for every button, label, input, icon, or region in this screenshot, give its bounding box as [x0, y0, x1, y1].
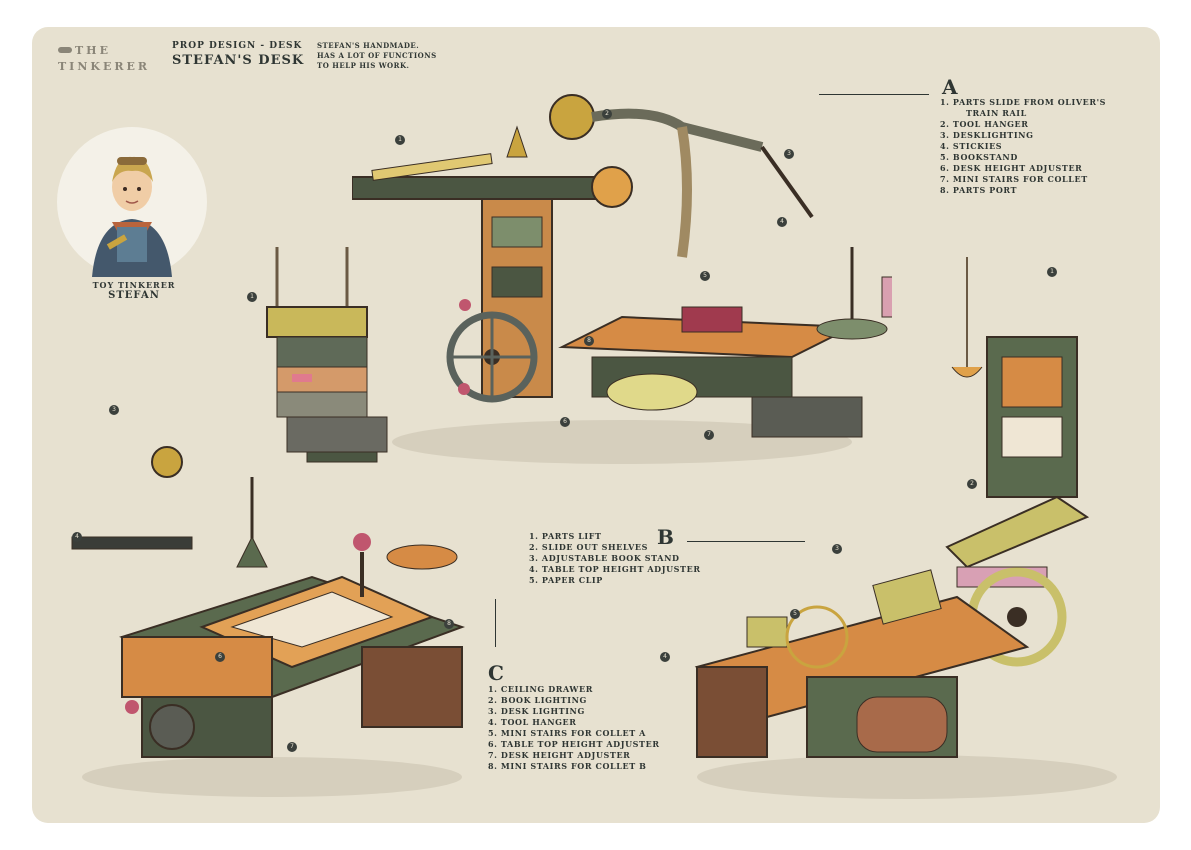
callout-marker: 3 — [784, 149, 794, 159]
list-item: 1. CEILING DRAWER — [488, 684, 593, 694]
section-c-letter: C — [488, 661, 504, 685]
list-item: 7. DESK HEIGHT ADJUSTER — [488, 750, 631, 760]
list-item: 6. TABLE TOP HEIGHT ADJUSTER — [488, 739, 660, 749]
character-portrait — [57, 127, 207, 277]
callout-marker: 1 — [395, 135, 405, 145]
sheet-category: PROP DESIGN - DESK — [172, 41, 303, 51]
section-a-leader — [819, 94, 929, 95]
callout-marker: 7 — [287, 742, 297, 752]
callout-marker: 4 — [72, 532, 82, 542]
description-line: HAS A LOT OF FUNCTIONS — [317, 51, 437, 60]
callout-marker: 3 — [832, 544, 842, 554]
list-item: 3. ADJUSTABLE BOOK STAND — [529, 553, 680, 563]
callout-marker: 8 — [444, 619, 454, 629]
list-item: 5. PAPER CLIP — [529, 575, 603, 585]
callout-marker: 6 — [215, 652, 225, 662]
list-item: TRAIN RAIL — [966, 108, 1027, 118]
list-item: 5. MINI STAIRS FOR COLLET A — [488, 728, 646, 738]
character-name: STEFAN — [108, 290, 160, 301]
section-b-list: 1. PARTS LIFT 2. SLIDE OUT SHELVES 3. AD… — [529, 531, 701, 586]
callout-marker: 8 — [584, 336, 594, 346]
callout-marker: 2 — [967, 479, 977, 489]
list-item: 4. TABLE TOP HEIGHT ADJUSTER — [529, 564, 701, 574]
callout-marker: 1 — [247, 292, 257, 302]
logo-tinkerer: TINKERER — [58, 60, 150, 73]
section-a-list: 1. PARTS SLIDE FROM OLIVER'S TRAIN RAIL … — [940, 97, 1106, 196]
callout-marker: 3 — [109, 405, 119, 415]
sheet-title: STEFAN'S DESK — [172, 53, 305, 68]
callout-marker: 5 — [700, 271, 710, 281]
callout-marker: 4 — [777, 217, 787, 227]
section-c-list: 1. CEILING DRAWER 2. BOOK LIGHTING 3. DE… — [488, 684, 660, 772]
desk-a-illustration — [352, 94, 892, 464]
ceiling-drawer-illustration — [266, 247, 388, 463]
list-item: 4. STICKIES — [940, 141, 1003, 151]
list-item: 8. MINI STAIRS FOR COLLET B — [488, 761, 647, 771]
description-line: TO HELP HIS WORK. — [317, 61, 410, 70]
key-icon — [58, 46, 72, 53]
list-item: 2. SLIDE OUT SHELVES — [529, 542, 648, 552]
section-b-leader — [687, 541, 805, 542]
callout-marker: 2 — [602, 109, 612, 119]
list-item: 3. DESKLIGHTING — [940, 130, 1034, 140]
callout-marker: 4 — [660, 652, 670, 662]
list-item: 4. TOOL HANGER — [488, 717, 577, 727]
callout-marker: 7 — [704, 430, 714, 440]
logo-the: THE — [75, 44, 111, 57]
list-item: 6. DESK HEIGHT ADJUSTER — [940, 163, 1083, 173]
list-item: 5. BOOKSTAND — [940, 152, 1018, 162]
section-a-letter: A — [942, 75, 958, 99]
concept-sheet: THE TINKERER PROP DESIGN - DESK STEFAN'S… — [32, 27, 1160, 823]
list-item: 2. TOOL HANGER — [940, 119, 1029, 129]
list-item: 3. DESK LIGHTING — [488, 706, 585, 716]
section-c-leader — [495, 599, 496, 647]
sheet-description: STEFAN'S HANDMADE. HAS A LOT OF FUNCTION… — [317, 41, 437, 71]
desk-c-illustration — [71, 446, 466, 797]
list-item: 1. PARTS LIFT — [529, 531, 602, 541]
description-line: STEFAN'S HANDMADE. — [317, 41, 420, 50]
character-role: TOY TINKERER — [92, 280, 176, 290]
callout-marker: 6 — [560, 417, 570, 427]
tinkerer-logo: THE TINKERER — [58, 39, 150, 73]
list-item: 7. MINI STAIRS FOR COLLET — [940, 174, 1088, 184]
callout-marker: 5 — [790, 609, 800, 619]
list-item: 8. PARTS PORT — [940, 185, 1018, 195]
list-item: 1. PARTS SLIDE FROM OLIVER'S — [940, 97, 1107, 107]
callout-marker: 1 — [1047, 267, 1057, 277]
stefan-illustration — [92, 156, 172, 277]
section-b-letter: B — [657, 525, 674, 549]
desk-b-illustration — [694, 257, 1117, 799]
list-item: 2. BOOK LIGHTING — [488, 695, 587, 705]
